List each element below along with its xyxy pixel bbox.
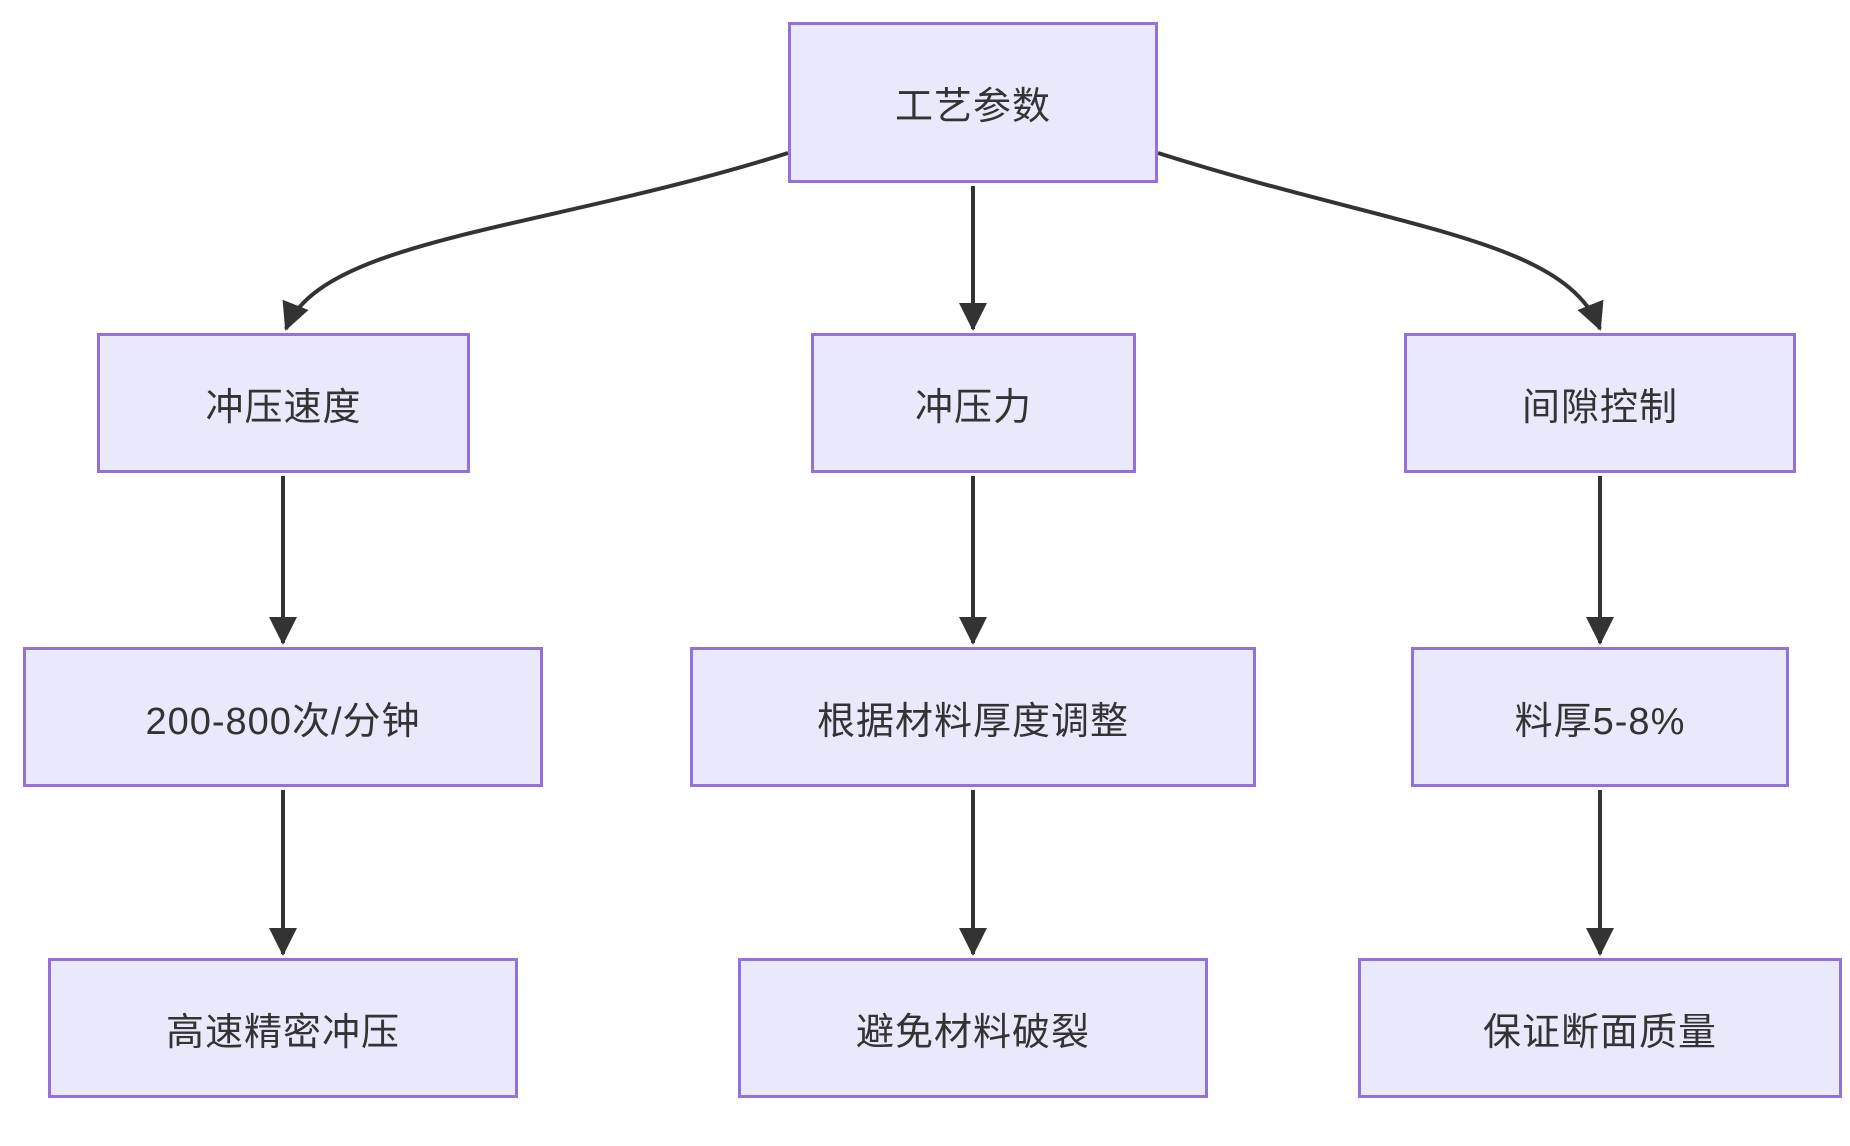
process-parameters-label: 工艺参数 [894, 86, 1051, 128]
force-value-node: 根据材料厚度调整 [690, 647, 1256, 787]
clearance-value-label: 料厚5-8% [1514, 700, 1686, 743]
stamping-speed-node: 冲压速度 [97, 333, 470, 473]
stamping-force-label: 冲压力 [914, 386, 1032, 429]
edge-root-to-clearance-control [1157, 151, 1604, 331]
clearance-outcome-label: 保证断面质量 [1482, 1011, 1717, 1054]
speed-outcome-label: 高速精密冲压 [165, 1011, 400, 1054]
stamping-force-node: 冲压力 [811, 333, 1136, 473]
speed-value-label: 200-800次/分钟 [145, 700, 421, 743]
process-parameters-node: 工艺参数 [788, 22, 1158, 183]
stamping-speed-label: 冲压速度 [205, 386, 362, 429]
clearance-outcome-node: 保证断面质量 [1358, 958, 1842, 1098]
force-value-label: 根据材料厚度调整 [816, 700, 1129, 743]
clearance-control-label: 间隙控制 [1521, 386, 1678, 429]
speed-value-node: 200-800次/分钟 [23, 647, 543, 787]
force-outcome-node: 避免材料破裂 [738, 958, 1208, 1098]
speed-outcome-node: 高速精密冲压 [48, 958, 518, 1098]
clearance-value-node: 料厚5-8% [1411, 647, 1789, 787]
clearance-control-node: 间隙控制 [1404, 333, 1796, 473]
edge-root-to-stamping-speed [282, 151, 789, 331]
force-outcome-label: 避免材料破裂 [855, 1011, 1090, 1054]
